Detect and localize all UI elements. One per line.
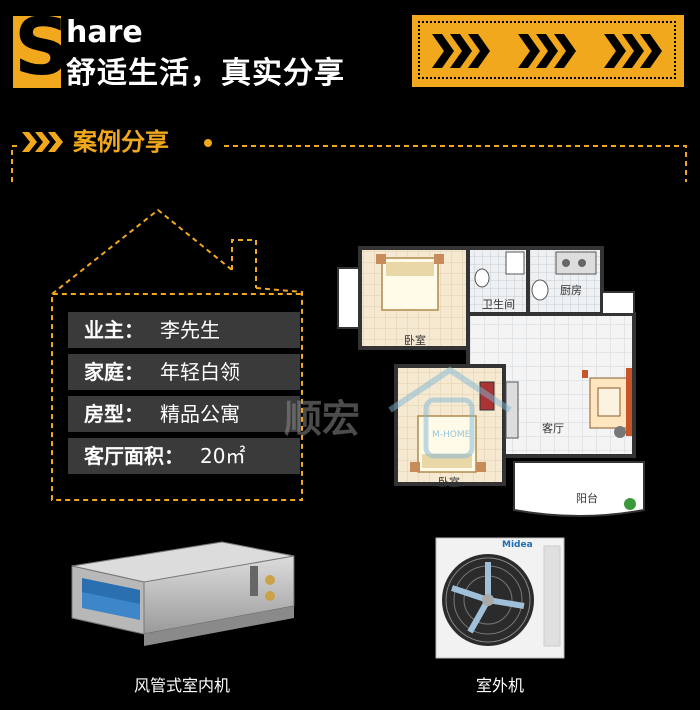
room-label-balcony: 阳台 (576, 492, 598, 505)
house-outline (51, 208, 303, 501)
info-label: 家庭： (84, 360, 144, 384)
header-title-suffix: hare (66, 15, 143, 50)
room-label-bedroom-top: 卧室 (404, 334, 426, 347)
section-dot (204, 139, 212, 147)
info-row-owner: 业主： 李先生 (68, 312, 300, 348)
header-slogan: 舒适生活，真实分享 (66, 56, 345, 91)
logo-s-letter: S (14, 3, 71, 93)
watermark-logo (388, 366, 512, 459)
logo-s-box (13, 16, 61, 88)
outdoor-unit-brand: Midea (502, 540, 533, 550)
info-label: 客厅面积： (84, 444, 184, 468)
info-row-room-type: 房型： 精品公寓 (68, 396, 300, 432)
info-row-living-area: 客厅面积： 20㎡ (68, 438, 300, 474)
indoor-unit-caption: 风管式室内机 (133, 676, 230, 695)
chevron-banner-arrows (432, 34, 662, 68)
outdoor-unit-caption: 室外机 (475, 676, 524, 695)
double-chevron-icon (432, 34, 490, 68)
indoor-duct-unit-image (71, 541, 295, 646)
double-chevron-icon (518, 34, 576, 68)
info-value: 年轻白领 (160, 360, 240, 384)
info-label: 房型： (84, 402, 144, 426)
info-value: 20㎡ (200, 444, 246, 468)
room-label-living: 客厅 (542, 422, 564, 435)
section-dashed-frame (11, 145, 687, 182)
chevron-banner-dotted-frame (418, 21, 676, 79)
watermark-text: 顺宏 (284, 397, 361, 441)
info-label: 业主： (84, 318, 144, 342)
floor-plan (337, 246, 645, 517)
info-value: 李先生 (160, 318, 220, 342)
double-chevron-icon (604, 34, 662, 68)
room-label-bathroom: 卫生间 (482, 298, 515, 311)
info-value: 精品公寓 (160, 402, 240, 426)
section-title: 案例分享 (73, 128, 169, 156)
section-chevron-icon (22, 132, 63, 152)
info-row-family: 家庭： 年轻白领 (68, 354, 300, 390)
room-label-bedroom-bottom: 卧室 (438, 476, 460, 489)
room-label-kitchen: 厨房 (560, 284, 582, 297)
watermark-subtext: M-HOME (432, 430, 471, 440)
outdoor-unit-image (435, 537, 565, 659)
